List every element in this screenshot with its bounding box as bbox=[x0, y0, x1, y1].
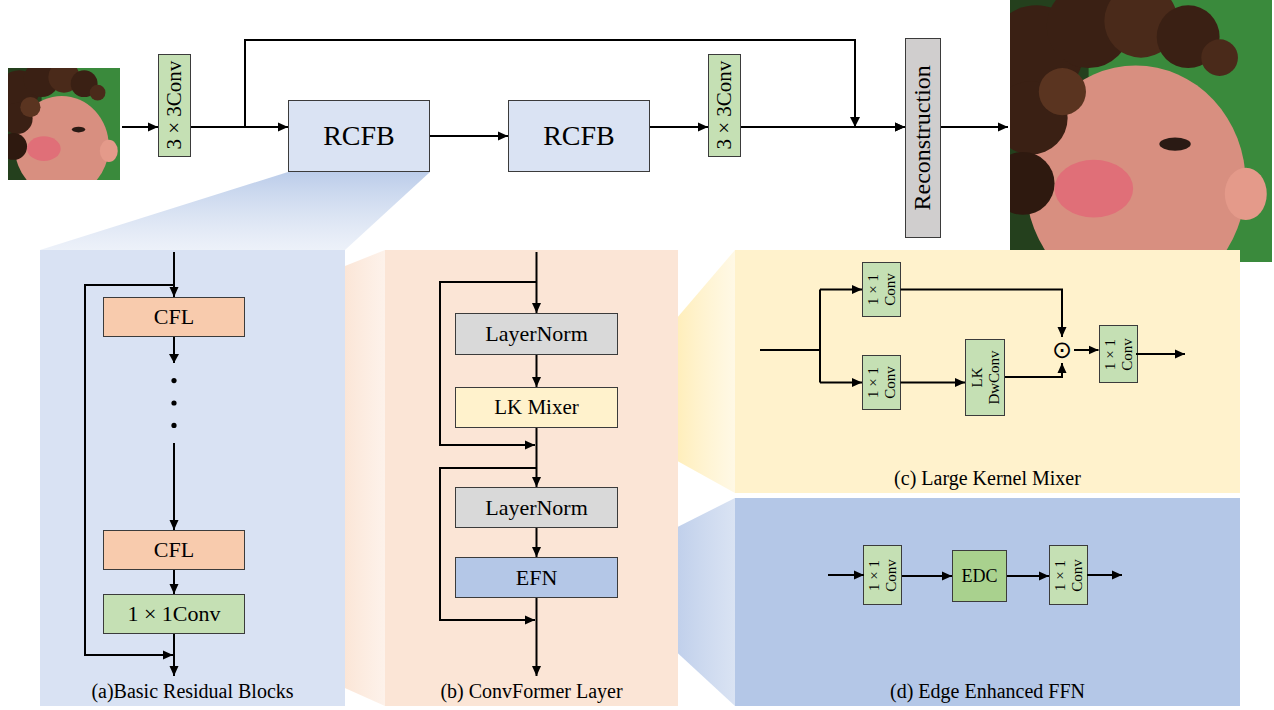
box-label: 1 × 1Conv bbox=[127, 601, 220, 626]
layout-wires bbox=[85, 127, 1185, 676]
arrowhead bbox=[169, 354, 179, 363]
box-label: LayerNorm bbox=[485, 321, 588, 346]
connector-arrow bbox=[173, 570, 175, 594]
connector-arrow bbox=[536, 428, 538, 487]
edge-layer bbox=[167, 40, 1099, 594]
input-arrow bbox=[828, 574, 864, 576]
box-label: CFL bbox=[154, 537, 194, 562]
connector-arrow bbox=[901, 290, 1063, 338]
split-arrow bbox=[820, 382, 862, 384]
output-arrow bbox=[1136, 353, 1185, 355]
connector-arrow bbox=[902, 575, 952, 577]
split-wire bbox=[819, 290, 821, 383]
output-arrow bbox=[536, 598, 538, 676]
residual-wire bbox=[440, 468, 537, 620]
ffn-panel: (d) Edge Enhanced FFN 1 × 1 Conv EDC 1 × 1 … bbox=[735, 498, 1240, 706]
panel-caption: (d) Edge Enhanced FFN bbox=[890, 680, 1085, 703]
gap-patch bbox=[167, 363, 181, 443]
input-wire bbox=[760, 349, 820, 351]
panel-caption: (a)Basic Residual Blocks bbox=[91, 680, 293, 703]
connector-arrow bbox=[191, 40, 905, 127]
box-label: EFN bbox=[516, 565, 558, 590]
ellipsis-dots bbox=[167, 354, 181, 443]
multiply-symbol: ⊙ bbox=[1050, 337, 1074, 363]
conv-box: 1 × 1Conv bbox=[103, 594, 245, 634]
box-label: LayerNorm bbox=[485, 495, 588, 520]
box-label: 3 × 3Conv bbox=[712, 61, 736, 150]
ellipsis-dot bbox=[171, 400, 176, 405]
connector-arrow bbox=[430, 135, 508, 137]
reconstruction-box: Reconstruction bbox=[905, 38, 941, 238]
connector-arrow bbox=[1074, 349, 1099, 351]
input-arrow bbox=[122, 126, 158, 128]
convformer-panel: (b) ConvFormer LayerLayerNormLK MixerLay… bbox=[385, 250, 678, 706]
connector-arrow bbox=[1007, 575, 1049, 577]
box-label: EDC bbox=[962, 566, 998, 587]
ellipsis-dot bbox=[171, 423, 176, 428]
ffn-box: EFN bbox=[455, 557, 618, 598]
input-arrow bbox=[173, 252, 175, 297]
output-arrow bbox=[173, 634, 175, 676]
conv-box: 1 × 1 Conv bbox=[862, 355, 901, 410]
connector-arrow bbox=[901, 382, 966, 384]
residual-wire bbox=[440, 282, 537, 445]
residual-wire bbox=[85, 285, 174, 655]
box-label: LK Mixer bbox=[494, 395, 579, 419]
box-label: RCFB bbox=[543, 120, 615, 152]
layernorm-box: LayerNorm bbox=[455, 313, 618, 355]
box-label: CFL bbox=[154, 304, 194, 329]
conv-box: 1 × 1 Conv bbox=[1099, 325, 1138, 383]
box-label: Reconstruction bbox=[909, 65, 937, 210]
box-label: 3 × 3Conv bbox=[162, 61, 186, 150]
dwconv-box: LK DwConv bbox=[965, 339, 1005, 416]
box-label: 1 × 1 Conv bbox=[1102, 335, 1135, 374]
box-label: 1 × 1 Conv bbox=[865, 270, 898, 309]
output-arrow bbox=[1087, 574, 1122, 576]
connector-arrow bbox=[536, 528, 538, 557]
zoom-fan bbox=[40, 172, 430, 250]
rcfb-block: RCFB bbox=[288, 100, 430, 172]
panel-caption: (c) Large Kernel Mixer bbox=[894, 467, 1081, 490]
rcfb-block: RCFB bbox=[508, 100, 650, 172]
box-label: 1 × 1 Conv bbox=[866, 556, 899, 595]
box-label: 1 × 1 Conv bbox=[1052, 556, 1085, 595]
conv-box: 3 × 3Conv bbox=[708, 54, 741, 157]
conv-box: 1 × 1 Conv bbox=[1049, 545, 1088, 605]
ellipsis-dot bbox=[171, 378, 176, 383]
connector-arrow bbox=[650, 126, 708, 128]
box-label: ⊙ bbox=[1052, 338, 1072, 362]
output-arrow bbox=[941, 126, 1008, 128]
conv-box: 1 × 1 Conv bbox=[862, 262, 901, 317]
connector-arrow bbox=[1005, 363, 1062, 377]
box-label: 1 × 1 Conv bbox=[865, 363, 898, 402]
connector-arrow bbox=[536, 355, 538, 387]
edc-box: EDC bbox=[952, 550, 1007, 602]
box-label: RCFB bbox=[323, 120, 395, 152]
cfl-box: CFL bbox=[103, 297, 245, 337]
split-arrow bbox=[820, 289, 862, 291]
mixer-box: LK Mixer bbox=[455, 387, 618, 428]
panel-caption: (b) ConvFormer Layer bbox=[440, 680, 622, 703]
mixer-panel: (c) Large Kernel Mixer 1 × 1 Conv 1 × 1 Co… bbox=[735, 250, 1240, 493]
layernorm-box: LayerNorm bbox=[455, 487, 618, 528]
cfl-box: CFL bbox=[103, 530, 245, 570]
conv-box: 1 × 1 Conv bbox=[863, 545, 902, 605]
box-label: LK DwConv bbox=[969, 346, 1002, 409]
input-image bbox=[0, 61, 120, 197]
conv-box: 3 × 3Conv bbox=[158, 54, 191, 157]
